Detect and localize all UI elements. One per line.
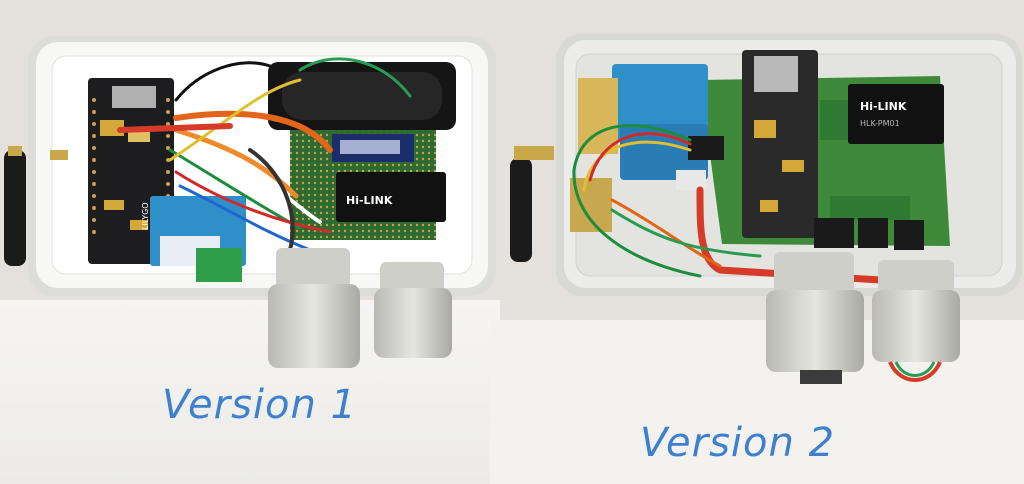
cable-gland-1-right	[374, 262, 452, 358]
cable-gland-2-right	[872, 260, 960, 382]
caption-version-2: Version 2	[640, 420, 836, 466]
enclosure-version-2: Hi-LINK HLK-PM01	[510, 34, 1022, 384]
esp32-board	[742, 50, 818, 238]
wiring	[117, 57, 412, 252]
cable-gland-2-left	[766, 252, 864, 384]
green-sensor	[196, 248, 242, 282]
antenna-icon	[510, 146, 554, 262]
wiring	[572, 124, 884, 284]
svg-text:Hi-LINK: Hi-LINK	[346, 194, 393, 207]
power-module: Hi-LINK	[336, 172, 446, 222]
svg-text:HLK-PM01: HLK-PM01	[860, 119, 900, 128]
gas-sensor	[570, 178, 612, 232]
power-module: Hi-LINK HLK-PM01	[848, 84, 944, 144]
sensor-board	[578, 78, 618, 154]
svg-text:Hi-LINK: Hi-LINK	[860, 100, 907, 113]
svg-text:LILYGO: LILYGO	[141, 202, 150, 230]
caption-version-1: Version 1	[162, 382, 358, 428]
enclosure-version-1: LILYGO Hi-LINK	[4, 36, 496, 368]
dust-sensor	[612, 64, 708, 180]
cable-gland-1-left	[268, 248, 360, 368]
battery-holder	[268, 62, 456, 130]
antenna-icon	[4, 146, 68, 266]
